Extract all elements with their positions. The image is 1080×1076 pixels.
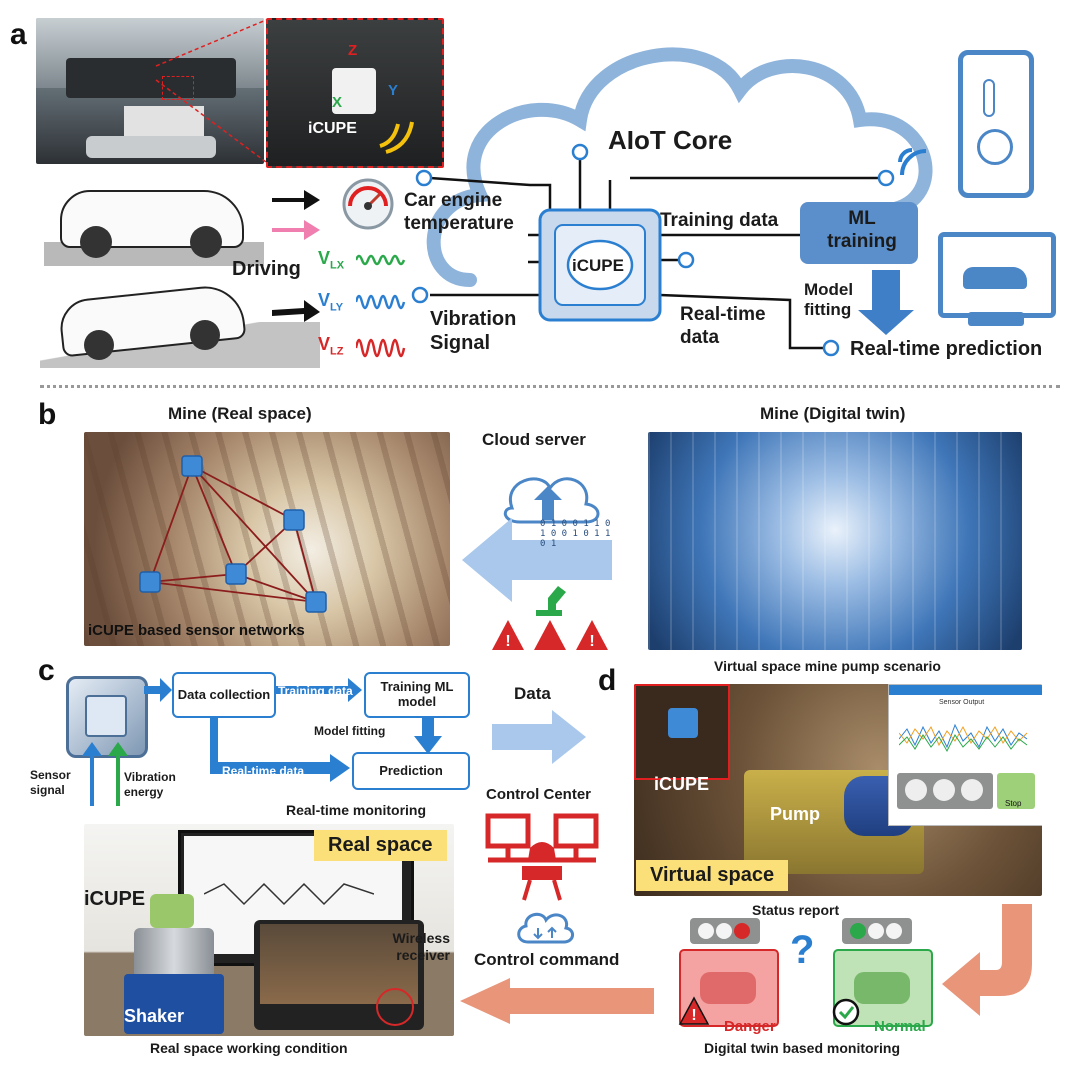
- realtime-prediction-label: Real-time prediction: [850, 338, 1043, 360]
- panel-a-letter: a: [10, 18, 27, 51]
- wireless-signal-icon: [379, 121, 414, 154]
- cloud-server-graphic: ! !: [462, 477, 612, 650]
- realtime-monitoring-label: Real-time monitoring: [286, 802, 427, 818]
- digital-twin-caption: Digital twin based monitoring: [704, 1040, 900, 1056]
- panel-d-letter: d: [598, 664, 617, 697]
- car-engine-temperature-label: Car engine temperature: [404, 190, 514, 234]
- svg-text:!: !: [505, 633, 510, 650]
- pump-label: Pump: [770, 804, 821, 824]
- shaker-label: Shaker: [124, 1006, 185, 1026]
- real-space-photo: [84, 824, 454, 1036]
- v-lz-sub: LZ: [330, 345, 344, 358]
- control-center-label: Control Center: [486, 786, 591, 803]
- virtual-scenario-title: Virtual space mine pump scenario: [714, 658, 941, 674]
- wireless-receiver-label: Wireless receiver: [392, 930, 450, 963]
- v-ly-label: VLY: [318, 290, 343, 314]
- c-model-fitting-label: Model fitting: [314, 724, 386, 738]
- feedback-arrow: [942, 904, 1032, 1016]
- driving-label: Driving: [232, 258, 301, 280]
- car-driving-image: [40, 172, 270, 268]
- panel-b-letter: b: [38, 398, 57, 431]
- mine-twin-photo: [648, 432, 1022, 650]
- data-arrow: [492, 710, 586, 764]
- stop-button[interactable]: Stop: [1005, 799, 1022, 808]
- axis-z-label: Z: [348, 42, 358, 59]
- control-command-label: Control command: [474, 950, 620, 969]
- chip-label: iCUPE: [572, 256, 624, 275]
- v-lx-v: V: [318, 248, 331, 268]
- question-mark: ?: [790, 928, 815, 972]
- monitor-car-icon: [938, 232, 1056, 318]
- sensor-network-lines: [139, 455, 327, 613]
- axis-y-label: Y: [388, 82, 399, 99]
- mine-twin-title: Mine (Digital twin): [760, 404, 906, 423]
- mine-real-photo: iCUPE based sensor networks: [84, 432, 450, 646]
- cloud-sync-icon: [517, 912, 574, 944]
- sensor-output-plot: [899, 723, 1028, 753]
- ml-training-label: ML training: [827, 208, 897, 252]
- icupe-cube-icon: [66, 676, 148, 758]
- cloud-server-label: Cloud server: [482, 430, 586, 449]
- status-report-graphic: !: [678, 918, 933, 1027]
- vibration-waves: [356, 254, 406, 358]
- virtual-space-tag: Virtual space: [636, 860, 789, 891]
- v-lz-label: VLZ: [318, 334, 343, 358]
- real-space-caption: Real space working condition: [150, 1040, 348, 1056]
- svg-text:!: !: [691, 1007, 696, 1024]
- data-label: Data: [514, 684, 551, 703]
- v-ly-sub: LY: [330, 301, 344, 314]
- section-separator: [40, 385, 1060, 388]
- c-icupe-label: iCUPE: [84, 888, 146, 910]
- robot-arm-icon: [536, 586, 566, 616]
- process-flow-arrows: [82, 678, 442, 806]
- realtime-data-label: Real-time data: [680, 304, 766, 348]
- sensor-zoom-label: iCUPE: [308, 120, 357, 137]
- sensor-zoom-photo: Z Y X iCUPE: [266, 18, 444, 168]
- real-space-tag: Real space: [314, 830, 447, 861]
- data-collection-box: Data collection: [172, 672, 276, 718]
- vibration-energy-label: Vibration energy: [124, 770, 176, 799]
- mine-real-title: Mine (Real space): [168, 404, 312, 423]
- thermometer-gauge-icon: [342, 178, 394, 230]
- training-data-label: Training data: [660, 210, 779, 231]
- axis-x-label: X: [332, 94, 343, 111]
- vibration-signal-label: Vibration Signal: [430, 308, 517, 354]
- car-engine-photo: [36, 18, 264, 164]
- status-report-label: Status report: [752, 902, 840, 918]
- control-center-icon: [485, 813, 599, 901]
- v-lx-sub: LX: [330, 259, 345, 272]
- virtual-space-scene: Sensor Output Stop: [634, 684, 1042, 896]
- zoom-lines: [155, 19, 267, 163]
- car-uphill-image: [40, 282, 320, 372]
- svg-text:!: !: [589, 633, 594, 650]
- aiot-cloud-diagram: [411, 47, 933, 357]
- monitor-stand: [968, 312, 1024, 326]
- binary-stream: 0 1 0 0 1 1 0 1 0 0 1 0 1 1 0 1: [540, 519, 611, 549]
- v-ly-v: V: [318, 290, 331, 310]
- prediction-box: Prediction: [352, 752, 470, 790]
- c-realtime-data-label: Real-time data: [222, 764, 305, 778]
- training-ml-model-box: Training ML model: [364, 672, 470, 718]
- smartphone-icon: [958, 50, 1034, 198]
- aiot-core-title: AIoT Core: [608, 125, 733, 155]
- danger-label: Danger: [724, 1018, 776, 1035]
- panel-c-letter: c: [38, 654, 55, 687]
- v-lx-label: VLX: [318, 248, 344, 272]
- c-training-data-label: Training data: [278, 684, 353, 698]
- control-command-arrow: [460, 978, 654, 1024]
- sensor-network-caption: iCUPE based sensor networks: [88, 622, 305, 639]
- sensor-output-label: Sensor Output: [939, 699, 985, 706]
- sensor-signal-label: Sensor signal: [30, 768, 71, 797]
- model-fitting-label: Model fitting: [804, 280, 854, 320]
- waveform-screen: [204, 882, 374, 906]
- d-icupe-label: iCUPE: [654, 774, 710, 794]
- v-lz-v: V: [318, 334, 331, 354]
- motion-arrows: [272, 190, 320, 322]
- normal-label: Normal: [874, 1018, 926, 1035]
